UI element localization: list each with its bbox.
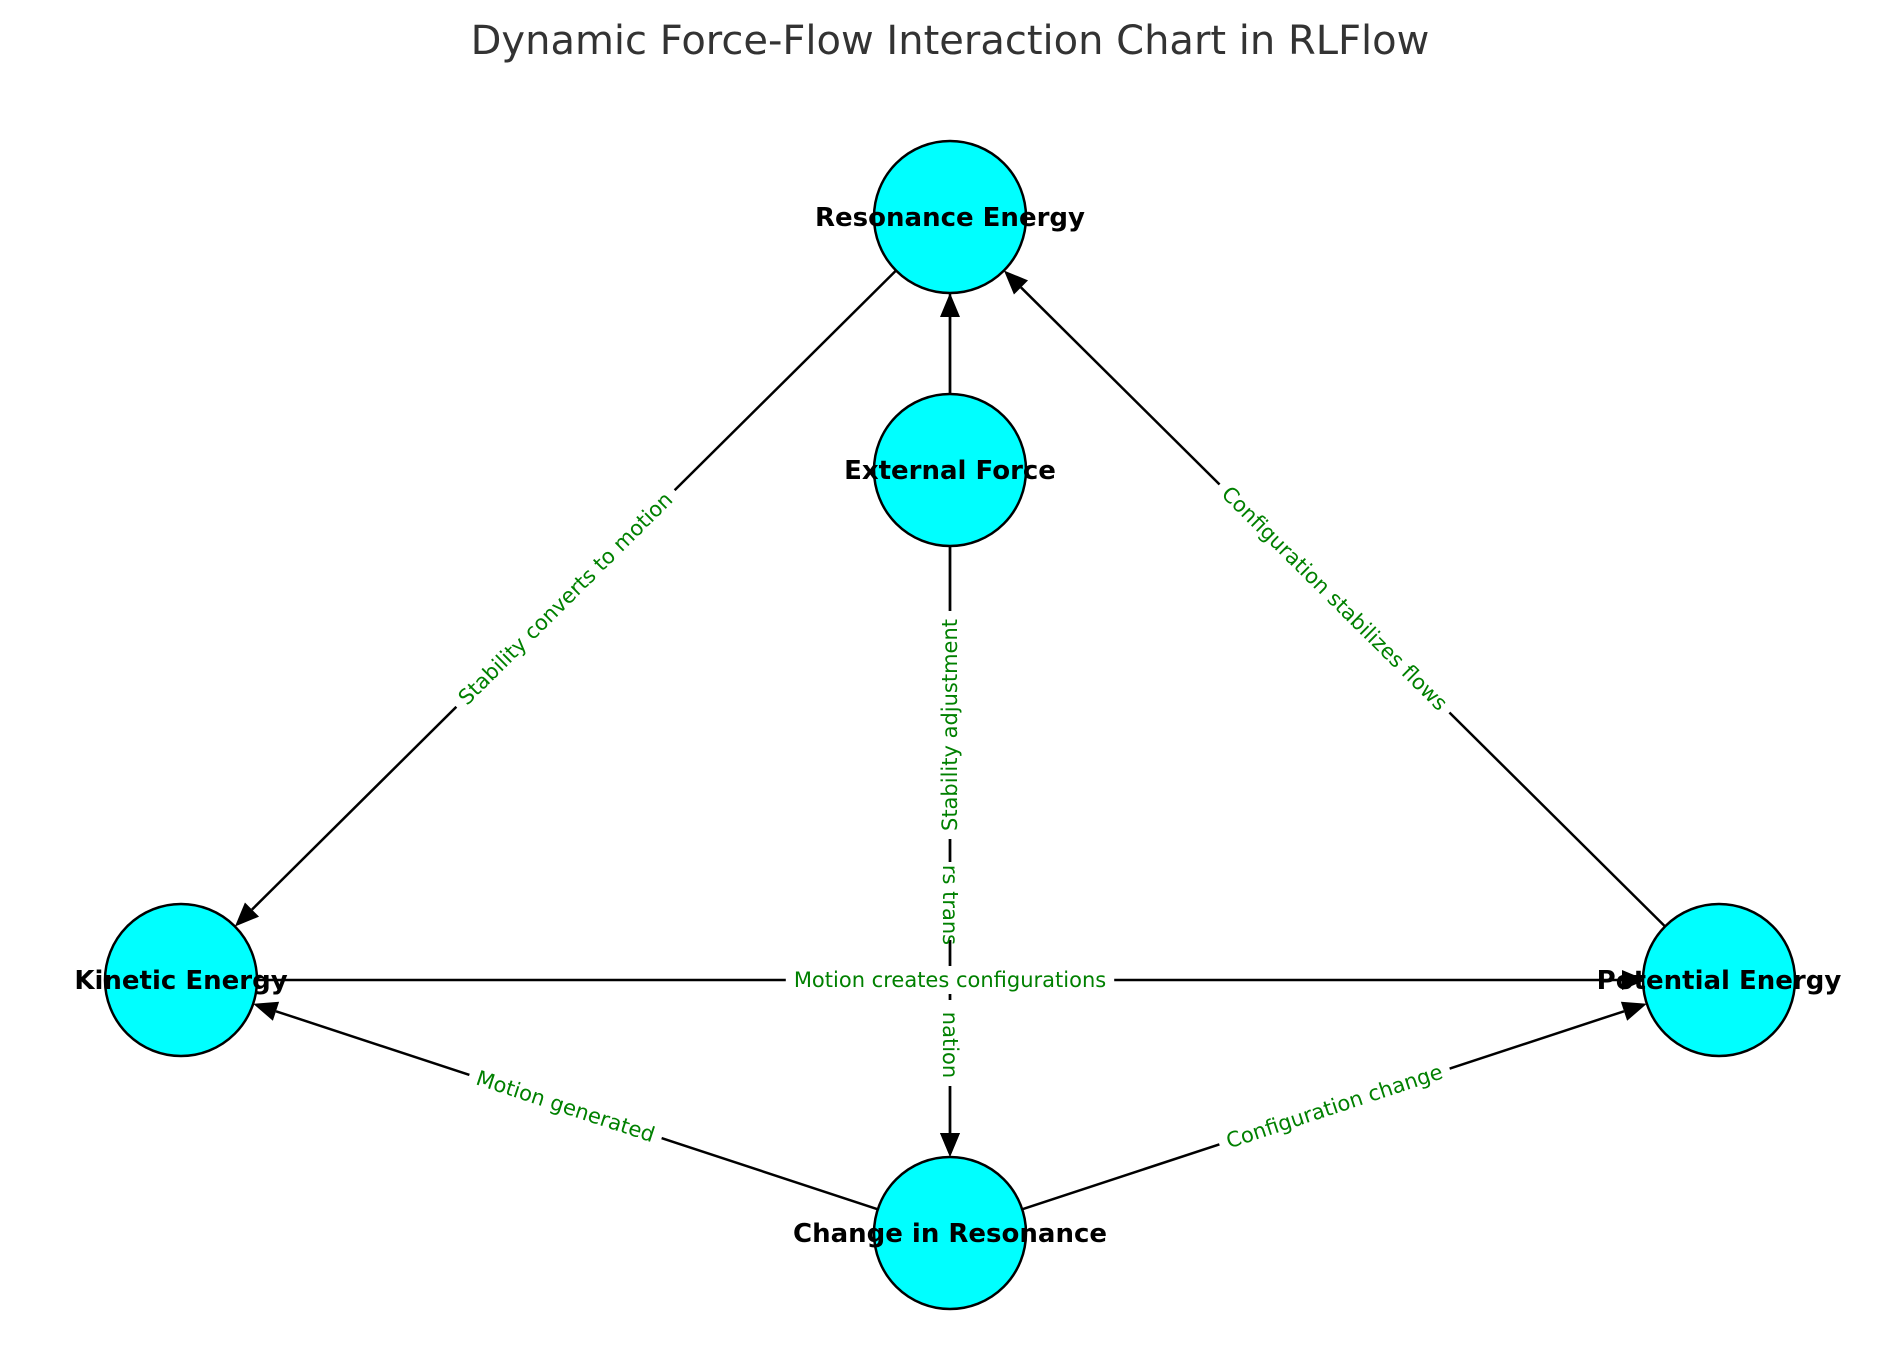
node-change[interactable] — [872, 1155, 1028, 1311]
edge-label: Motion creates configurations — [794, 968, 1106, 992]
edge-label-group: Configuration change — [1214, 1055, 1455, 1158]
edge-labels-layer: Stability adjustment rs trans nation Stabil… — [446, 474, 1460, 1158]
edge-label-background — [936, 610, 964, 840]
node-label: External Force — [844, 456, 1056, 486]
edge-label-background — [465, 1061, 666, 1152]
edge-label: Stability converts to motion — [454, 487, 678, 709]
edge-label-background — [938, 862, 962, 940]
edge-label-group: Motion generated — [465, 1061, 666, 1152]
arrowhead-icon — [1003, 270, 1029, 295]
edge-label-background — [1214, 1055, 1455, 1158]
node-label: Change in Resonance — [793, 1219, 1107, 1249]
arrowhead-icon — [940, 293, 960, 317]
edge-label-group: Stability adjustment — [936, 610, 964, 840]
edge-label-background — [1209, 474, 1460, 723]
node-kinetic[interactable] — [103, 902, 259, 1058]
edge-label-fragment: nation — [938, 1012, 962, 1078]
node-external[interactable] — [872, 392, 1028, 548]
edge-label: Configuration change — [1223, 1060, 1446, 1154]
edge-label-occluded: rs trans nation — [938, 865, 962, 1078]
chart-title: Dynamic Force-Flow Interaction Chart in … — [471, 18, 1430, 64]
edge-label: Configuration stabilizes flows — [1217, 482, 1452, 716]
edge-label: Stability adjustment — [938, 619, 962, 831]
node-resonance[interactable] — [872, 139, 1028, 295]
arrowhead-icon — [234, 902, 260, 927]
edge-label-group: Stability converts to motion — [446, 480, 685, 717]
node-label: Potential Energy — [1597, 966, 1842, 996]
edge-label-group: Configuration stabilizes flows — [1209, 474, 1460, 723]
node-label: Resonance Energy — [815, 203, 1085, 233]
arrowhead-icon — [253, 1001, 280, 1021]
arrowhead-icon — [1620, 1001, 1647, 1021]
arrowhead-icon — [940, 1133, 960, 1157]
edge-label-background — [446, 480, 685, 717]
edge-label-group: Motion creates configurations — [785, 966, 1115, 994]
edge-label: Motion generated — [473, 1066, 658, 1147]
node-label: Kinetic Energy — [74, 966, 287, 996]
nodes-layer — [103, 139, 1797, 1311]
edge-label-fragment: rs trans — [938, 865, 962, 945]
arrowhead-icon — [1622, 970, 1646, 990]
node-potential[interactable] — [1641, 902, 1797, 1058]
edge-label-background — [938, 1000, 962, 1086]
edge-label-background — [785, 966, 1115, 994]
